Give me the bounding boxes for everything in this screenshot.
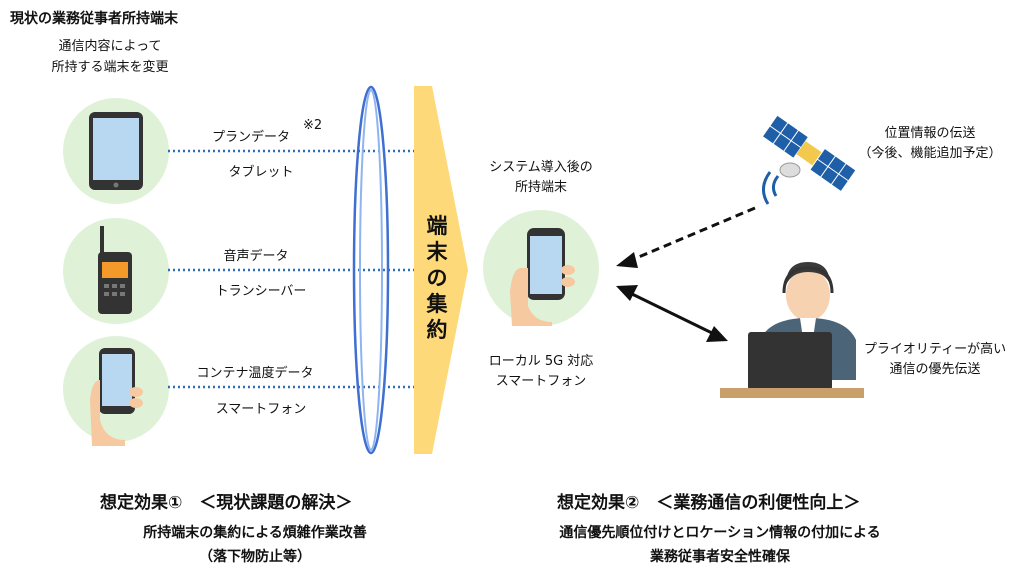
aggregation-label: 端 末 の 集 約 bbox=[426, 214, 448, 342]
effect1-title: 想定効果① ＜現状課題の解決＞ bbox=[100, 493, 353, 513]
tablet-data-label: プランデータ bbox=[211, 130, 290, 145]
smartphone-data-label: コンテナ温度データ bbox=[196, 366, 314, 381]
after-smartphone-icon bbox=[510, 228, 575, 326]
after-bottom-line-2: スマートフォン bbox=[495, 374, 587, 389]
operator-line-1: プライオリティーが高い bbox=[863, 342, 1007, 357]
tablet-icon bbox=[89, 112, 143, 190]
bundle-ring bbox=[352, 85, 390, 455]
smartphone-device-label: スマートフォン bbox=[215, 402, 307, 417]
satellite-line-2: （今後、機能追加予定） bbox=[858, 146, 1002, 161]
effect2-line-2: 業務従事者安全性確保 bbox=[650, 549, 790, 565]
after-top-line-1: システム導入後の bbox=[489, 160, 593, 175]
effect1-line-2: （落下物防止等） bbox=[199, 549, 311, 565]
effect2-line-1: 通信優先順位付けとロケーション情報の付加による bbox=[559, 525, 881, 541]
effect1-line-1: 所持端末の集約による煩雑作業改善 bbox=[143, 525, 367, 541]
current-title: 現状の業務従事者所持端末 bbox=[10, 11, 178, 27]
current-subtitle-line-2: 所持する端末を変更 bbox=[51, 60, 169, 75]
current-subtitle-line-1: 通信内容によって bbox=[58, 39, 162, 54]
after-bottom-line-1: ローカル 5G 対応 bbox=[488, 354, 594, 369]
operator-icon bbox=[720, 262, 864, 398]
operator-line-2: 通信の優先伝送 bbox=[889, 362, 981, 377]
tablet-device-label: タブレット bbox=[228, 165, 294, 180]
aggregation-arrow bbox=[414, 86, 468, 454]
tablet-note: ※2 bbox=[303, 118, 323, 133]
transceiver-device-label: トランシーバー bbox=[215, 284, 307, 299]
transceiver-data-label: 音声データ bbox=[223, 249, 289, 264]
after-top-line-2: 所持端末 bbox=[514, 180, 567, 195]
smartphone-hand-icon bbox=[90, 348, 143, 446]
transceiver-icon bbox=[98, 226, 132, 314]
effect2-title: 想定効果② ＜業務通信の利便性向上＞ bbox=[557, 493, 861, 513]
satellite-line-1: 位置情報の伝送 bbox=[884, 126, 976, 141]
satellite-icon bbox=[761, 114, 857, 205]
